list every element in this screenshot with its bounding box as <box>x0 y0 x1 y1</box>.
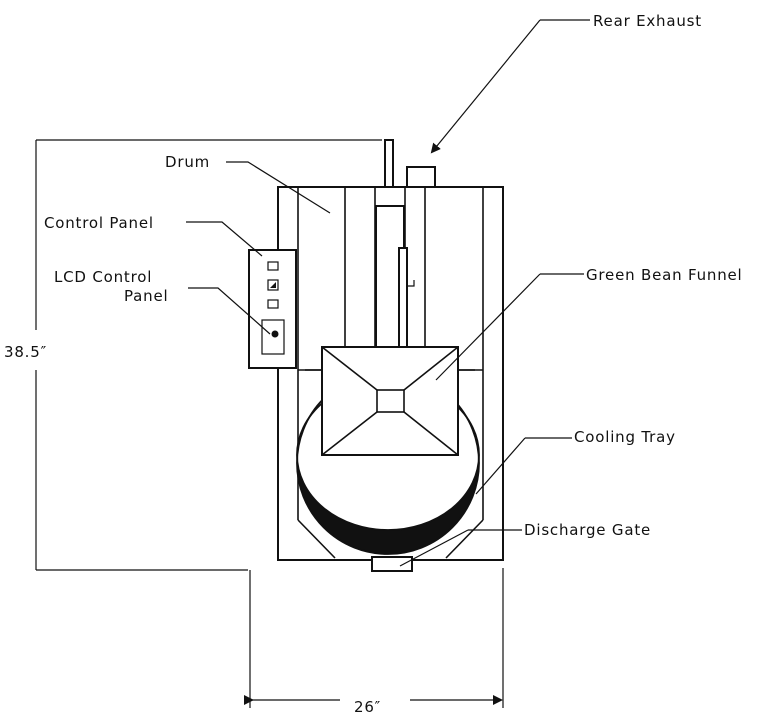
rear-exhaust-label: Rear Exhaust <box>593 12 702 30</box>
cooling-tray-label: Cooling Tray <box>574 428 676 446</box>
width-dimension-label: 26″ <box>354 698 381 716</box>
label-lcd-control-panel: LCD Control Panel <box>54 268 271 335</box>
green-bean-funnel-label: Green Bean Funnel <box>586 266 743 284</box>
label-control-panel: Control Panel <box>44 214 263 257</box>
label-cooling-tray: Cooling Tray <box>475 428 676 495</box>
lcd-control-panel-label-line2: Panel <box>124 287 168 305</box>
control-panel-label: Control Panel <box>44 214 154 232</box>
width-dimension: 26″ <box>244 568 504 716</box>
control-panel-box <box>248 249 297 369</box>
height-dimension-label: 38.5″ <box>4 343 47 361</box>
height-dimension: 38.5″ <box>4 139 382 571</box>
label-drum: Drum <box>165 153 331 214</box>
label-rear-exhaust: Rear Exhaust <box>430 12 702 154</box>
rear-exhaust-stack <box>384 139 436 188</box>
lcd-control-panel-label-line1: LCD Control <box>54 268 152 286</box>
drum-label: Drum <box>165 153 210 171</box>
label-discharge-gate: Discharge Gate <box>399 521 651 567</box>
discharge-gate <box>371 556 413 572</box>
green-bean-funnel <box>305 346 475 456</box>
label-green-bean-funnel: Green Bean Funnel <box>435 266 743 381</box>
discharge-gate-label: Discharge Gate <box>524 521 651 539</box>
